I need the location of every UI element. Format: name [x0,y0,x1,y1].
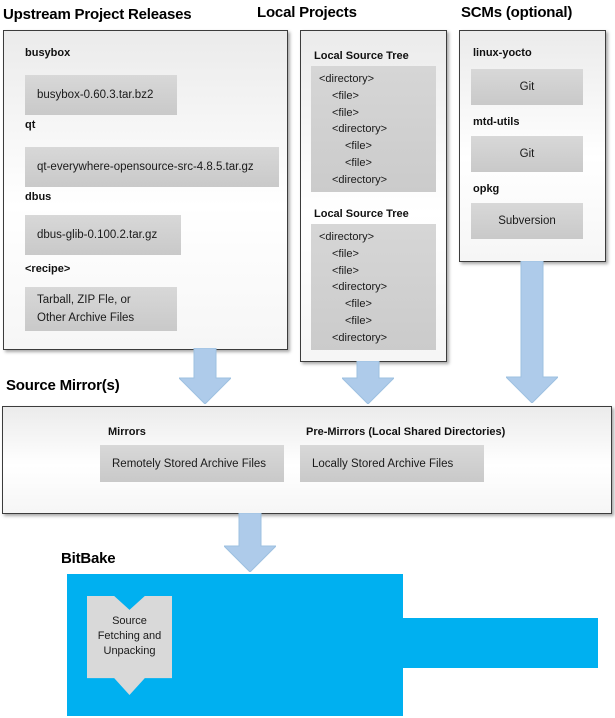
scms-heading: SCMs (optional) [461,4,573,21]
recipe-name-label: qt [25,119,36,131]
tarball-box: dbus-glib-0.100.2.tar.gz [25,215,181,255]
source-tree-label: Local Source Tree [314,208,409,220]
recipe-name-label: busybox [25,47,71,59]
scm-recipe-label: linux-yocto [473,47,532,59]
source-fetching-ribbon-text: Source Fetching and Unpacking [87,614,172,659]
scm-tool-box: Subversion [471,203,583,239]
source-tree-label: Local Source Tree [314,50,409,62]
tree-line: <file> [345,140,372,153]
premirrors-label: Pre-Mirrors (Local Shared Directories) [306,426,506,438]
tree-line: <file> [332,89,359,102]
bitbake-heading: BitBake [61,550,116,567]
bitbake-pipeline-arm [403,618,598,668]
tree-line: <file> [332,264,359,277]
down-arrow-scms-to-mirrors [506,261,558,403]
source-mirrors-box: Mirrors Remotely Stored Archive Files Pr… [2,406,612,514]
tree-line: <directory> [319,73,375,85]
local-projects-box: Local Source Tree <directory> <file> <fi… [300,30,447,362]
mirrors-label: Mirrors [108,426,146,438]
tree-line: <directory> [332,281,388,294]
recipe-name-label: dbus [25,191,52,203]
ribbon-line: Fetching and [97,630,162,642]
tree-line: <directory> [319,231,375,243]
down-arrow-local-to-mirrors [342,361,394,404]
tree-line: <file> [332,247,359,260]
down-arrow-mirrors-to-bitbake [224,513,276,572]
source-mirrors-heading: Source Mirror(s) [6,377,120,394]
recipe-name-label: <recipe> [25,263,71,275]
tarball-box: busybox-0.60.3.tar.bz2 [25,75,177,115]
premirrors-value-box: Locally Stored Archive Files [300,445,484,482]
tree-line: <file> [345,156,372,169]
archive-line: Tarball, ZIP Fle, or [37,294,131,306]
scm-tool-box: Git [471,69,583,105]
local-projects-heading: Local Projects [257,4,357,21]
scms-box: linux-yocto Git mtd-utils Git opkg Subve… [459,30,606,262]
tree-line: <file> [332,106,359,119]
scm-recipe-label: mtd-utils [473,116,520,128]
tree-line: <file> [345,314,372,327]
archive-line: Other Archive Files [37,312,135,324]
tree-line: <directory> [332,331,388,344]
source-tree-box: <directory> <file> <file> <directory> <f… [311,66,436,192]
tree-line: <file> [345,298,372,311]
down-arrow-upstream-to-mirrors [179,348,231,404]
tarball-box: qt-everywhere-opensource-src-4.8.5.tar.g… [25,147,279,187]
scm-tool-box: Git [471,136,583,172]
mirrors-value-box: Remotely Stored Archive Files [100,445,284,482]
tree-line: <directory> [332,123,388,136]
scm-recipe-label: opkg [473,183,500,195]
upstream-releases-heading: Upstream Project Releases [3,6,192,23]
tarball-box: Tarball, ZIP Fle, or Other Archive Files [25,287,177,331]
ribbon-line: Unpacking [103,645,156,657]
source-tree-box: <directory> <file> <file> <directory> <f… [311,224,436,350]
ribbon-line: Source [112,615,147,627]
upstream-releases-box: busybox busybox-0.60.3.tar.bz2 qt qt-eve… [3,30,288,350]
tree-line: <directory> [332,173,388,186]
